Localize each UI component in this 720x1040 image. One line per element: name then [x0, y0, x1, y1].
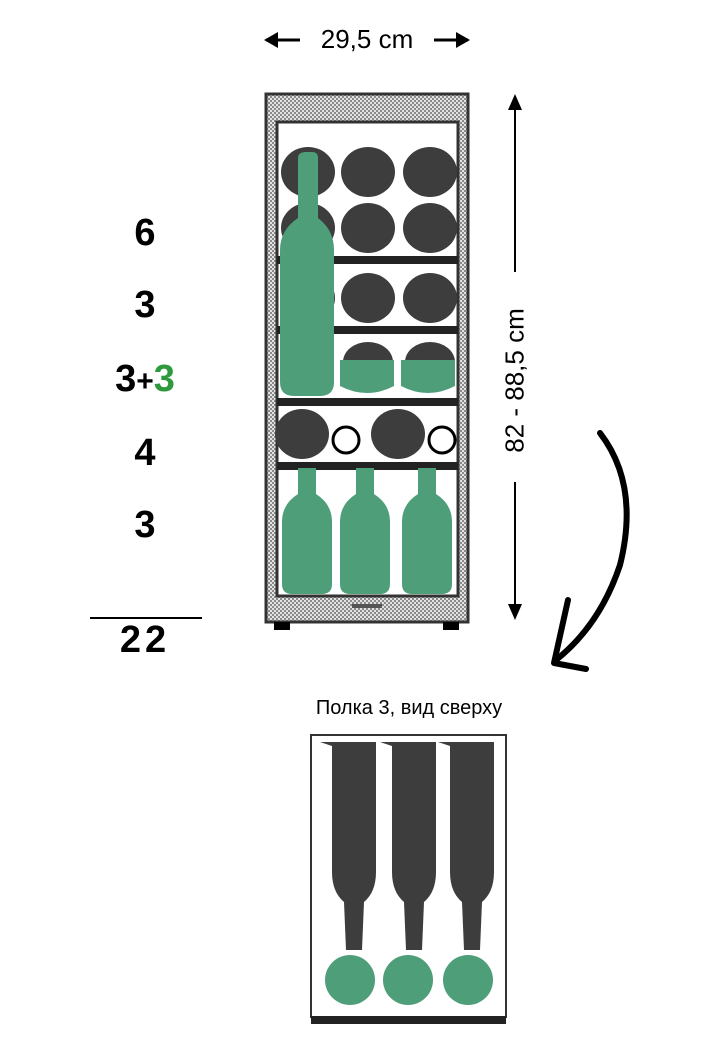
width-label: 29,5 cm: [320, 24, 414, 54]
total-count: 22: [119, 619, 171, 661]
shelf-count-2: 3: [134, 284, 156, 326]
shelf-5-bottles: [282, 468, 452, 594]
wine-cabinet-front-view: [264, 92, 470, 630]
shelf-rail-3: [277, 398, 458, 406]
shelf-4-bottles: [275, 409, 457, 459]
height-label: 82 - 88,5 cm: [499, 308, 530, 453]
width-arrows: [264, 32, 470, 48]
shelf-3-bottles: [340, 342, 455, 393]
brand-mark: [352, 604, 382, 608]
shelf-count-5: 3: [134, 504, 156, 546]
shelf-rail-2: [277, 326, 458, 334]
shelf-rail-1: [277, 256, 458, 264]
cabinet-foot-left: [274, 622, 290, 630]
tall-green-bottle: [280, 152, 334, 396]
total-divider: [90, 617, 202, 619]
curved-arrow-icon: [551, 430, 630, 672]
top-view-bottles: [320, 742, 494, 1005]
cabinet-foot-right: [443, 622, 459, 630]
height-arrows: [508, 94, 522, 620]
top-view-caption: Полка 3, вид сверху: [315, 697, 503, 719]
shelf-count-3: 3+3: [115, 358, 175, 400]
shelf-count-4: 4: [134, 432, 156, 474]
shelf-rail-4: [277, 462, 458, 470]
width-dimension: 29,5 cm: [262, 20, 472, 60]
shelf-count-1: 6: [134, 212, 156, 254]
top-view-base: [311, 1016, 506, 1024]
shelf-3-top-view: [310, 734, 507, 1024]
